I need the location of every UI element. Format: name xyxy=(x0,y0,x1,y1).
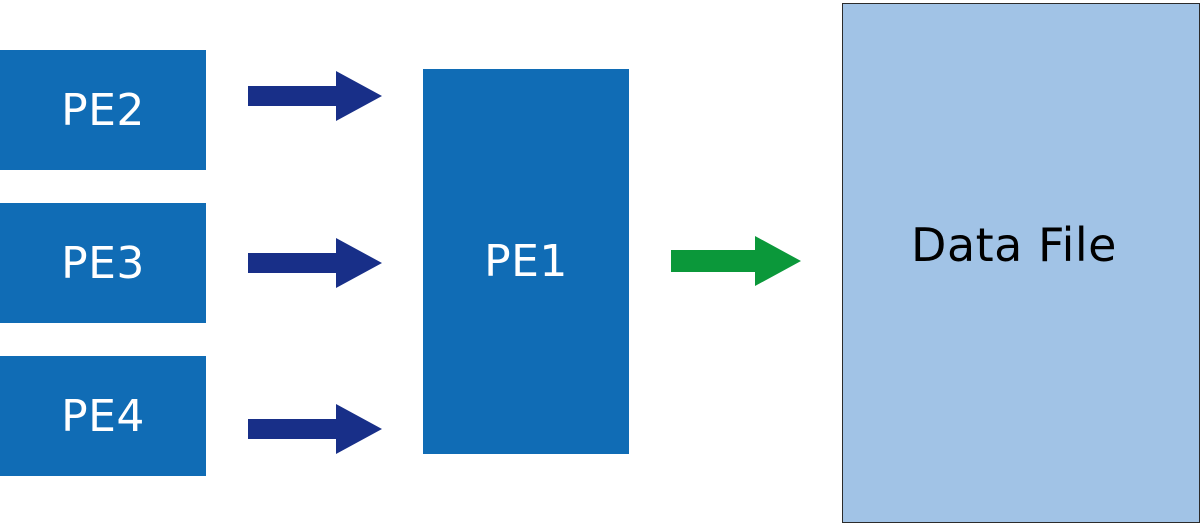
arrow-pe2-to-pe1 xyxy=(248,71,382,121)
source-label-pe4: PE4 xyxy=(61,390,145,442)
source-label-pe2: PE2 xyxy=(61,84,145,136)
collector-box-pe1: PE1 xyxy=(423,69,629,454)
source-label-pe3: PE3 xyxy=(61,237,145,289)
data-file-label: Data File xyxy=(911,218,1117,272)
data-file-box: Data File xyxy=(842,3,1200,523)
source-box-pe3: PE3 xyxy=(0,203,206,323)
arrow-shape xyxy=(248,71,382,121)
source-box-pe2: PE2 xyxy=(0,50,206,170)
source-box-pe4: PE4 xyxy=(0,356,206,476)
arrow-pe1-to-data-file xyxy=(671,236,801,286)
arrow-shape xyxy=(248,238,382,288)
arrow-pe3-to-pe1 xyxy=(248,238,382,288)
arrow-shape xyxy=(671,236,801,286)
arrow-shape xyxy=(248,404,382,454)
collector-label: PE1 xyxy=(484,236,568,287)
arrow-pe4-to-pe1 xyxy=(248,404,382,454)
